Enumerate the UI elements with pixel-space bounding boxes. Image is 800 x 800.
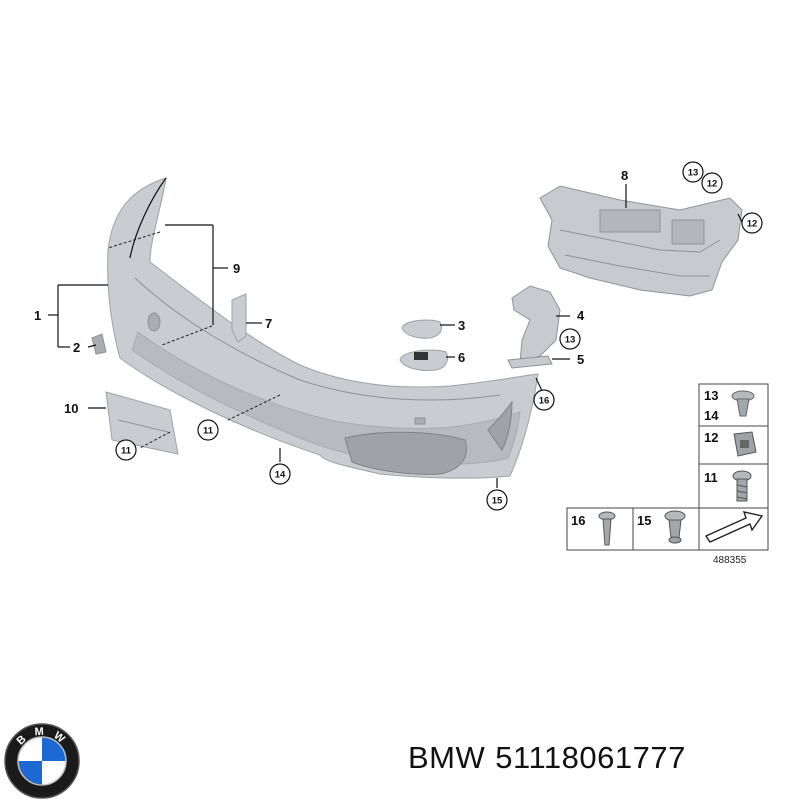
label-9: 9 <box>233 261 240 276</box>
label-2: 2 <box>73 340 80 355</box>
label-8: 8 <box>621 168 628 183</box>
fastener-legend: 13 14 12 11 16 15 <box>566 383 769 551</box>
label-4: 4 <box>577 308 585 323</box>
svg-text:11: 11 <box>203 426 214 437</box>
bmw-logo-icon: B M W <box>4 723 80 799</box>
label-5: 5 <box>577 352 584 367</box>
callout-12-a: 12 <box>701 172 723 194</box>
legend-label-12: 12 <box>704 430 718 445</box>
caption-part-number: 51118061777 <box>495 740 686 775</box>
clip-part-2 <box>91 333 107 355</box>
strip-part-5 <box>507 355 553 369</box>
leader-lines <box>48 184 743 488</box>
svg-text:16: 16 <box>539 396 550 407</box>
caption-brand: BMW <box>408 740 486 775</box>
diagram-reference-number: 488355 <box>713 555 747 566</box>
svg-text:12: 12 <box>747 219 758 230</box>
direction-arrow-icon <box>704 511 764 543</box>
label-7: 7 <box>265 316 272 331</box>
svg-text:15: 15 <box>492 496 503 507</box>
cover-cap-part-3 <box>401 319 443 339</box>
bracket-part-4 <box>511 285 561 363</box>
legend-label-14: 14 <box>704 408 719 423</box>
callout-15: 15 <box>486 489 508 511</box>
svg-text:13: 13 <box>565 335 576 346</box>
callout-11-a: 11 <box>197 419 219 441</box>
callout-13-a: 13 <box>559 328 581 350</box>
expanding-rivet-icon <box>731 390 755 417</box>
bracket-part-7 <box>231 293 247 343</box>
part-caption: BMW 51118061777 <box>408 740 696 776</box>
push-clip-icon <box>664 510 686 544</box>
legend-cell-11 <box>698 463 769 509</box>
callout-14: 14 <box>269 463 291 485</box>
legend-label-15: 15 <box>637 513 651 528</box>
label-6: 6 <box>458 350 465 365</box>
legend-cell-13-14 <box>698 383 769 427</box>
label-10: 10 <box>64 401 78 416</box>
legend-label-16: 16 <box>571 513 585 528</box>
clip-nut-icon <box>733 431 757 457</box>
legend-cell-12 <box>698 425 769 465</box>
bumper-cover <box>107 177 539 479</box>
cover-holder-part-6 <box>399 349 449 371</box>
legend-label-13: 13 <box>704 388 718 403</box>
svg-text:14: 14 <box>275 470 286 481</box>
bumper-bracket-part-8 <box>539 185 743 297</box>
callout-13-b: 13 <box>682 161 704 183</box>
callout-12-b: 12 <box>741 212 763 234</box>
long-screw-icon <box>598 511 616 546</box>
license-plate-bracket-part-10 <box>105 391 179 455</box>
svg-text:13: 13 <box>688 168 699 179</box>
legend-label-11: 11 <box>704 470 718 485</box>
label-3: 3 <box>458 318 465 333</box>
svg-text:12: 12 <box>707 179 718 190</box>
callout-11-b: 11 <box>115 439 137 461</box>
label-1: 1 <box>34 308 41 323</box>
callout-16: 16 <box>533 389 555 411</box>
svg-text:11: 11 <box>121 446 132 457</box>
screw-icon <box>732 470 752 502</box>
